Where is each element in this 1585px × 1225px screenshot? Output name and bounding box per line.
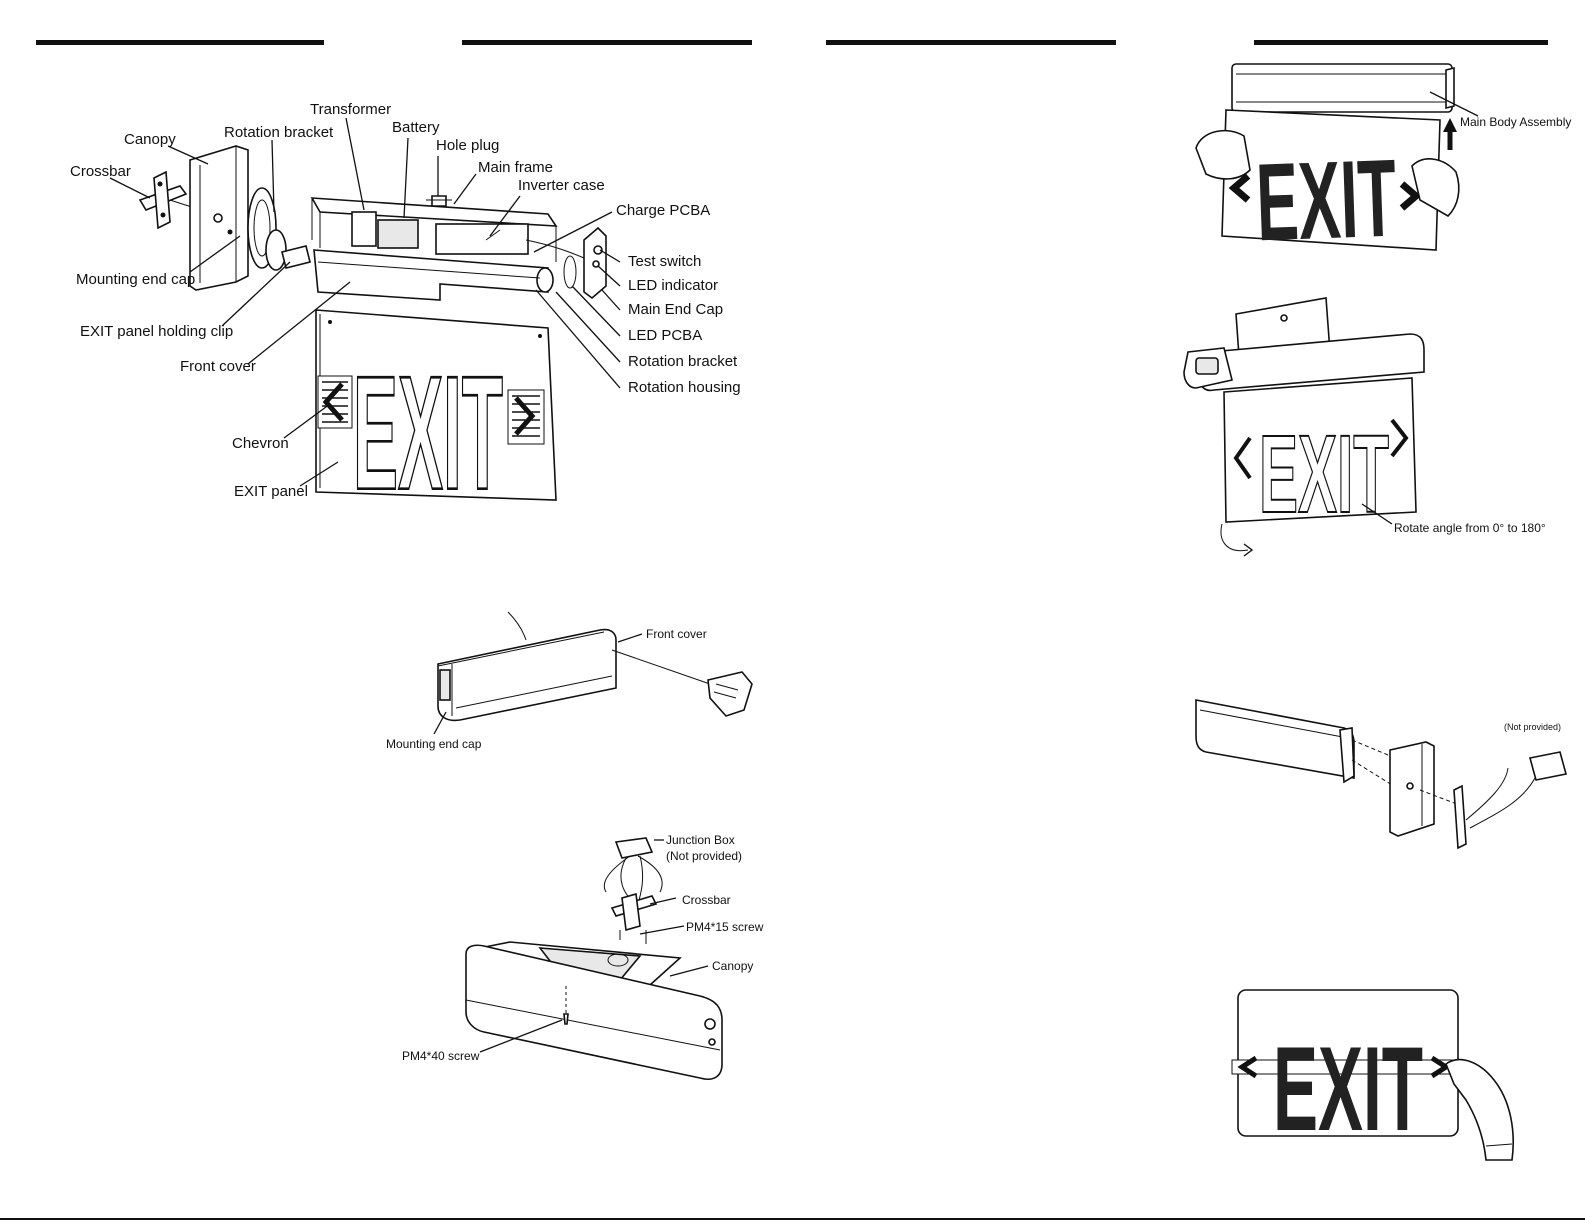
label-battery: Battery <box>392 119 440 136</box>
main-frame-part <box>310 195 558 262</box>
label-rotate-angle: Rotate angle from 0° to 180° <box>1394 521 1546 535</box>
ceiling-mount-diagram: Junction Box (Not provided) Crossbar PM4… <box>402 833 764 1080</box>
cover-removal-diagram: Front cover Mounting end cap <box>386 611 753 751</box>
label-rotation-housing: Rotation housing <box>628 379 741 396</box>
panel-insert-diagram: EXIT Main Body Assembly <box>1195 63 1571 265</box>
rotation-diagram: EXIT Rotate angle from 0° to 180° <box>1183 297 1546 557</box>
label-pm4-40: PM4*40 screw <box>402 1049 480 1063</box>
label-transformer: Transformer <box>310 101 391 118</box>
label-ceiling-canopy: Canopy <box>712 959 753 973</box>
label-cover-mounting-end-cap: Mounting end cap <box>386 737 482 751</box>
label-ceiling-crossbar: Crossbar <box>682 893 731 907</box>
exit-panel-part: EXIT <box>315 309 557 525</box>
label-crossbar: Crossbar <box>70 163 131 180</box>
canopy-part <box>189 145 249 291</box>
label-holding-clip: EXIT panel holding clip <box>80 323 233 340</box>
label-chevron: Chevron <box>232 435 289 452</box>
front-cover-part <box>313 249 554 301</box>
label-main-end-cap: Main End Cap <box>628 301 723 318</box>
rotation-exit-text: EXIT <box>1259 413 1389 536</box>
exploded-labels: Transformer Battery Hole plug Main frame… <box>70 101 741 500</box>
label-inverter-case: Inverter case <box>518 177 605 194</box>
label-main-frame: Main frame <box>478 159 553 176</box>
label-test-switch: Test switch <box>628 253 701 270</box>
label-mounting-end-cap: Mounting end cap <box>76 271 195 288</box>
chevron-exit-text: EXIT <box>1273 1022 1423 1156</box>
header-rules <box>0 40 1585 1220</box>
label-rotation-bracket-top: Rotation bracket <box>224 124 334 141</box>
label-led-pcba: LED PCBA <box>628 327 702 344</box>
exit-panel-text: EXIT <box>353 343 503 524</box>
label-hole-plug: Hole plug <box>436 137 499 154</box>
label-charge-pcba: Charge PCBA <box>616 202 710 219</box>
label-exit-panel: EXIT panel <box>234 483 308 500</box>
label-front-cover: Front cover <box>180 358 256 375</box>
mounting-end-cap-part <box>247 187 287 271</box>
label-cover-front: Front cover <box>646 627 707 641</box>
main-end-cap-part <box>525 226 607 300</box>
label-canopy: Canopy <box>124 131 176 148</box>
label-junction-not-provided: (Not provided) <box>666 849 742 863</box>
exploded-view-diagram: EXIT Transformer Batt <box>70 101 741 525</box>
label-pm4-15: PM4*15 screw <box>686 920 764 934</box>
wall-mount-diagram: (Not provided) <box>1195 699 1567 850</box>
label-rotation-bracket-right: Rotation bracket <box>628 353 738 370</box>
label-wall-not-provided: (Not provided) <box>1504 722 1561 732</box>
label-led-indicator: LED indicator <box>628 277 718 294</box>
label-main-body-assembly: Main Body Assembly <box>1460 115 1571 129</box>
chevron-install-diagram: EXIT <box>1231 989 1514 1161</box>
label-junction-box: Junction Box <box>666 833 735 847</box>
insert-exit-text: EXIT <box>1254 137 1398 265</box>
